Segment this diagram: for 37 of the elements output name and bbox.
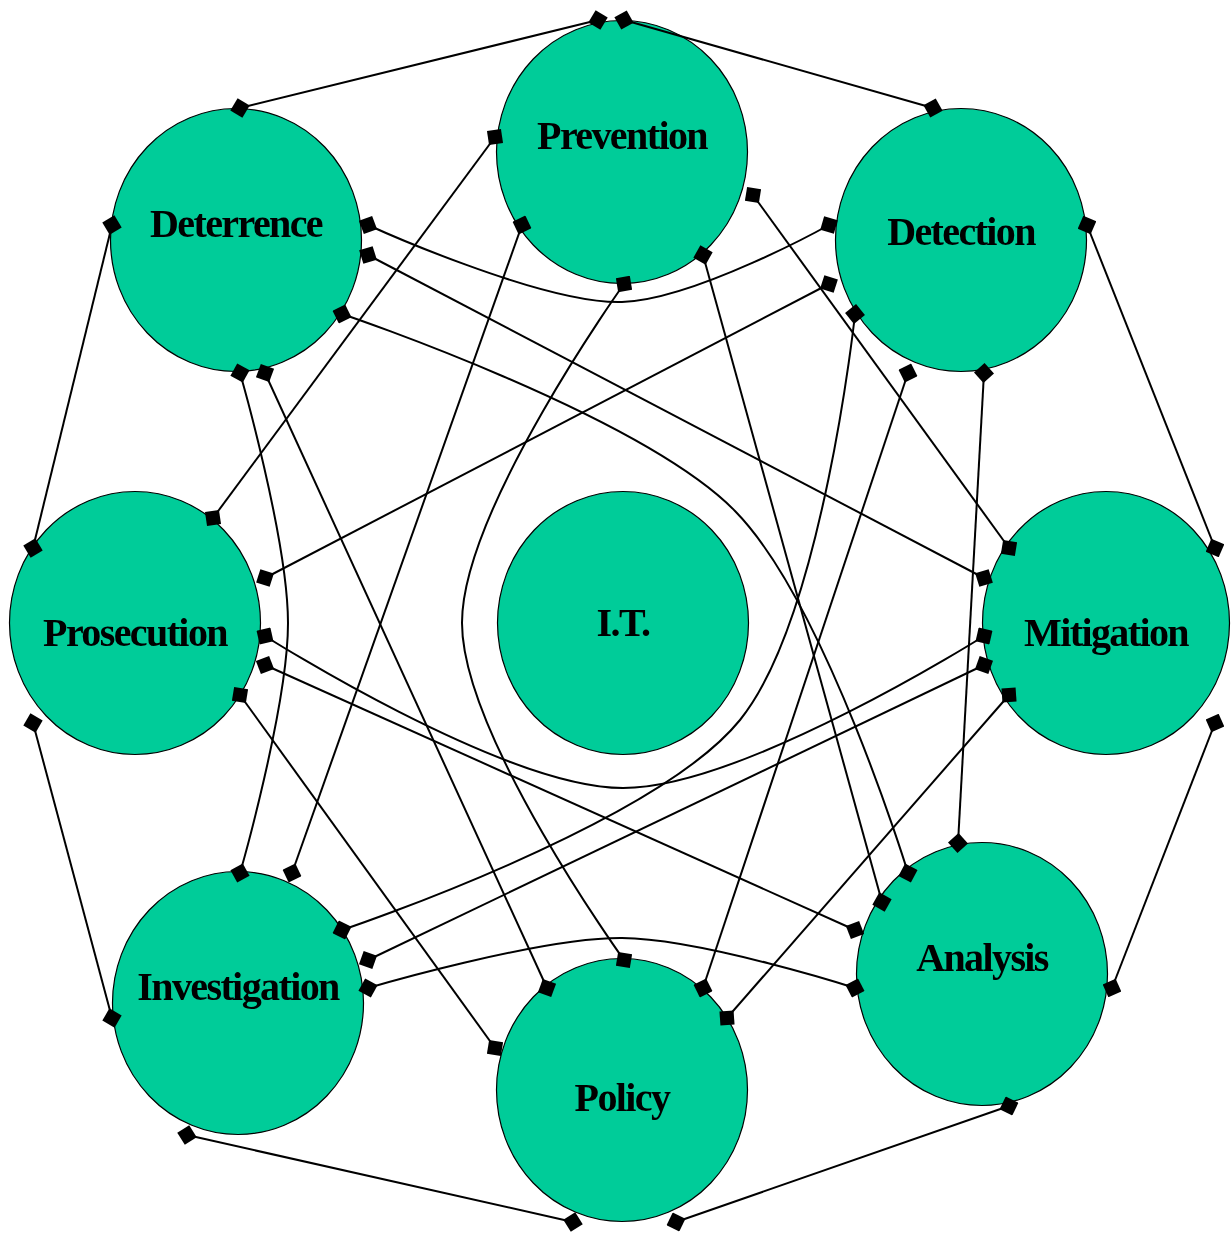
connector-line — [1077, 215, 1225, 558]
connector-line — [719, 687, 1017, 1026]
node-label: Investigation — [136, 967, 341, 1007]
connector-line — [23, 713, 122, 1028]
connector-line — [230, 363, 289, 883]
node-label: Prosecution — [42, 613, 229, 653]
connector-line — [231, 686, 504, 1057]
connector-line — [948, 363, 994, 853]
connector-line — [282, 215, 532, 883]
node-label: Prevention — [536, 116, 709, 156]
node-label: Deterrence — [149, 204, 324, 244]
connector-line — [666, 1096, 1019, 1232]
node-label: Analysis — [915, 938, 1050, 978]
node-label: Detection — [886, 212, 1037, 252]
connector-line — [177, 1125, 583, 1232]
connector-line — [255, 363, 557, 998]
connector-line — [332, 304, 865, 940]
connector-line — [23, 215, 122, 558]
connector-line — [358, 215, 838, 303]
connector-line — [461, 275, 633, 969]
connector-line — [332, 304, 918, 883]
connector-line — [693, 363, 918, 998]
connector-line — [614, 10, 943, 118]
node-label: Policy — [573, 1078, 671, 1118]
connector-line — [358, 937, 865, 998]
connector-line — [255, 655, 865, 940]
connector-line — [256, 275, 838, 587]
connector-line — [230, 10, 608, 118]
connector-line — [744, 186, 1018, 557]
connector-line — [256, 627, 993, 789]
connector-line — [693, 245, 892, 912]
node-label: Mitigation — [1023, 613, 1190, 653]
connector-line — [359, 246, 993, 587]
node-label: I.T. — [595, 603, 651, 643]
connector-line — [359, 656, 993, 969]
connector-line — [1102, 713, 1225, 998]
connector-line — [204, 128, 504, 527]
